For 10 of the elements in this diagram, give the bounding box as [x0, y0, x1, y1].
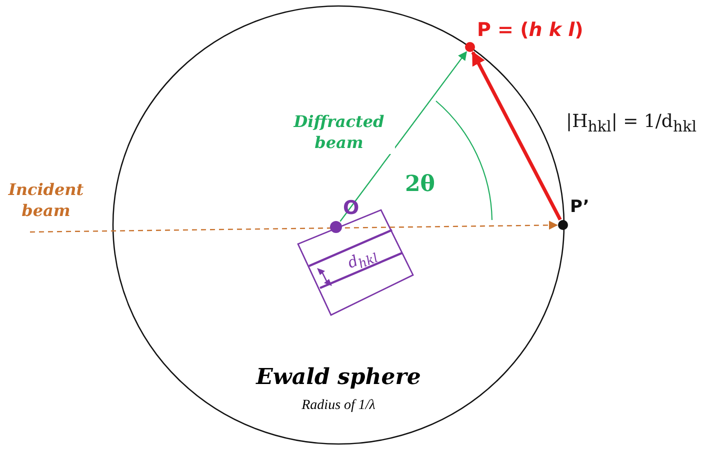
- sphere-radius-note: Radius of 1/λ: [300, 398, 376, 414]
- sphere-title: Ewald sphere: [254, 365, 422, 390]
- point-label: P’: [570, 198, 590, 217]
- ewald-sphere: [112, 5, 565, 445]
- angle-label: 2θ: [405, 172, 435, 196]
- arrow: [30, 220, 558, 233]
- point-label: P = (h k l): [477, 20, 584, 41]
- magnitude-formula: |H$_{hkl}$| = 1/d$_{hkl}$: [566, 112, 697, 136]
- arrow: [471, 51, 562, 220]
- arrow: [340, 51, 467, 222]
